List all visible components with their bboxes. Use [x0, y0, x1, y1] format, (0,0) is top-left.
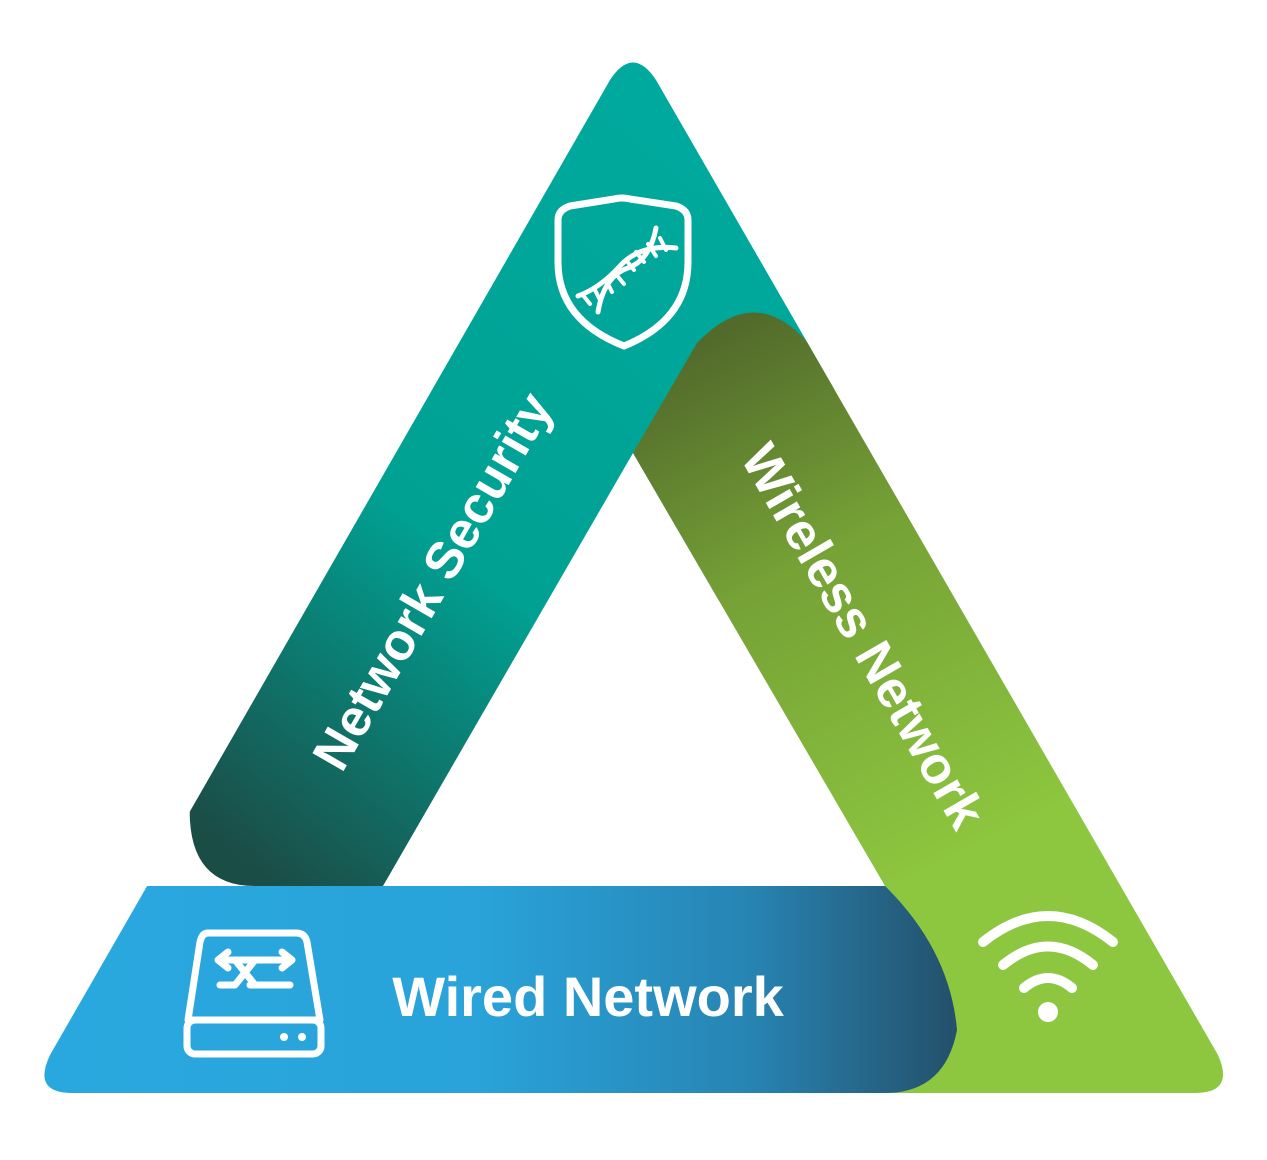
wifi-icon — [978, 911, 1118, 993]
wired-network-label: Wired Network — [392, 965, 784, 1028]
status-dot-icon — [298, 1033, 306, 1041]
wireless-network-band — [633, 312, 1224, 1093]
dna-shield-icon — [554, 194, 692, 350]
status-dot-icon — [280, 1033, 288, 1041]
network-switch-icon — [183, 929, 325, 1058]
wifi-dot-icon — [1038, 1002, 1058, 1022]
